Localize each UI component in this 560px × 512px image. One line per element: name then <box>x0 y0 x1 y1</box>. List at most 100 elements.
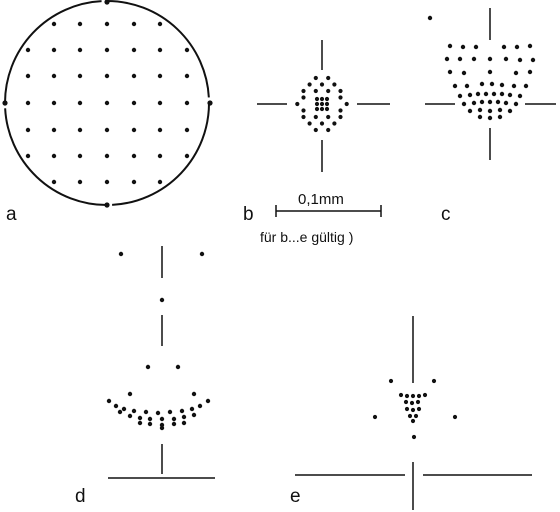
spot-point <box>404 406 410 412</box>
reference-lines-d <box>108 246 215 479</box>
spot-point <box>301 108 306 113</box>
grid-point <box>51 127 57 133</box>
spot-point <box>471 56 477 62</box>
grid-point <box>104 127 110 133</box>
spot-point <box>332 82 337 87</box>
grid-point <box>51 47 57 53</box>
spot-point <box>189 406 195 412</box>
spot-point <box>523 83 529 89</box>
aperture-marker-bottom <box>104 202 110 208</box>
spot-point <box>452 414 458 420</box>
grid-point <box>51 100 57 106</box>
spot-point <box>452 83 458 89</box>
aperture-marker-right <box>207 100 213 106</box>
spot-point <box>447 43 453 49</box>
spot-point <box>113 403 119 409</box>
spot-point <box>159 416 165 422</box>
spot-point <box>159 297 165 303</box>
spot-point <box>471 100 477 106</box>
spot-point <box>415 399 421 405</box>
grid-point <box>77 179 83 185</box>
grid-point <box>51 179 57 185</box>
grid-point <box>157 21 163 27</box>
spot-point <box>191 391 197 397</box>
spot-point <box>205 398 211 404</box>
grid-point <box>51 153 57 159</box>
spot-point <box>487 115 493 121</box>
spot-point <box>319 82 325 87</box>
spot-point <box>319 96 325 102</box>
spot-point <box>127 391 133 397</box>
spot-point <box>326 127 331 133</box>
spot-point <box>319 101 325 107</box>
grid-point <box>184 100 190 106</box>
spot-points-b <box>295 75 349 133</box>
grid-point <box>77 153 83 159</box>
spot-point <box>507 92 513 98</box>
grid-point <box>104 73 110 79</box>
panel-label-d: d <box>75 486 86 507</box>
grid-point <box>77 21 83 27</box>
panel-b-spot: b <box>243 40 390 225</box>
grid-point <box>131 179 137 185</box>
spot-point <box>495 99 501 105</box>
spot-point <box>199 251 205 257</box>
spot-point <box>197 403 203 409</box>
spot-point <box>473 44 479 50</box>
grid-point <box>25 47 31 53</box>
spot-point <box>457 56 463 62</box>
panel-label-c: c <box>441 204 451 225</box>
spot-point <box>410 393 416 399</box>
spot-point <box>489 81 495 87</box>
spot-point <box>301 95 306 100</box>
grid-point <box>51 73 57 79</box>
spot-point <box>338 95 343 100</box>
grid-point <box>131 153 137 159</box>
panel-c-spot: c <box>425 8 556 225</box>
spot-point <box>338 108 343 113</box>
spot-point <box>338 88 343 94</box>
spot-point <box>167 409 173 415</box>
grid-point <box>157 179 163 185</box>
spot-point <box>147 421 153 427</box>
grid-point <box>104 100 110 106</box>
grid-point <box>157 127 163 133</box>
spot-point <box>324 106 330 112</box>
grid-point <box>104 179 110 185</box>
grid-point <box>51 21 57 27</box>
spot-point <box>171 421 177 427</box>
spot-point <box>487 99 493 105</box>
spot-point <box>475 91 481 97</box>
crosshair-c <box>425 8 556 160</box>
grid-point <box>104 47 110 53</box>
spot-point <box>332 121 337 126</box>
grid-point <box>25 73 31 79</box>
spot-point <box>117 409 123 415</box>
spot-point <box>527 43 533 49</box>
aperture-sample-grid <box>25 21 190 185</box>
grid-point <box>131 21 137 27</box>
spot-point <box>137 420 143 426</box>
spot-point <box>503 100 509 106</box>
spot-point <box>179 408 185 414</box>
spot-point <box>295 101 300 107</box>
spot-point <box>307 121 312 126</box>
spot-point <box>487 108 493 114</box>
crosshair-b <box>257 40 390 172</box>
spot-point <box>326 75 331 81</box>
spot-point <box>301 114 306 120</box>
spot-point <box>313 114 318 120</box>
spot-point <box>410 418 416 424</box>
spot-point <box>411 434 417 440</box>
grid-point <box>131 73 137 79</box>
spot-point <box>326 88 331 94</box>
spot-point <box>307 82 312 87</box>
spot-point <box>313 88 318 94</box>
spot-point <box>118 251 124 257</box>
grid-point <box>184 153 190 159</box>
spot-point <box>301 88 306 94</box>
spot-point <box>137 415 143 421</box>
grid-point <box>25 100 31 106</box>
spot-point <box>324 101 330 107</box>
spot-point <box>314 96 320 102</box>
